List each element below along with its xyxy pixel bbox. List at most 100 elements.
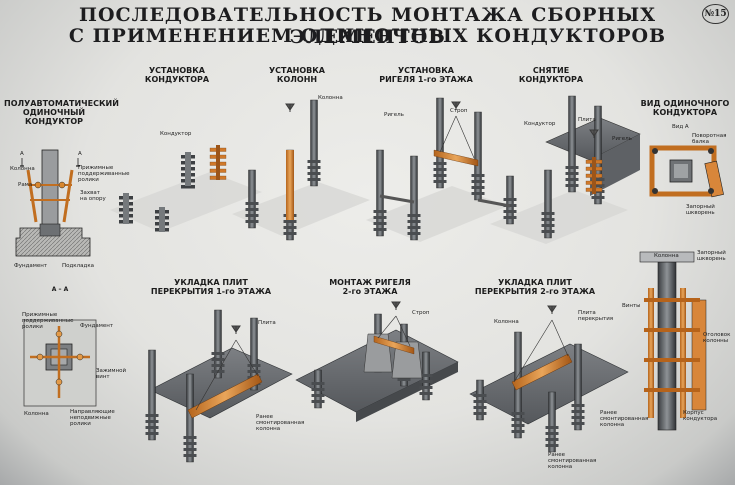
- label-view-a: Вид А: [672, 124, 689, 130]
- column: [574, 343, 582, 431]
- label-support-grip: Захват на опору: [80, 190, 106, 202]
- label-locking-pin-top: Запорный шкворень: [686, 204, 715, 216]
- label-girder-step3: Ригель: [384, 112, 404, 118]
- conductor-ring: [407, 214, 421, 217]
- slab-bottom-step3: [469, 343, 629, 425]
- conductor-ring: [565, 184, 579, 187]
- conductor-stack: [181, 185, 195, 189]
- conductor-ring: [571, 410, 585, 413]
- conductor-ring: [473, 412, 487, 415]
- label-column-section: Колонна: [24, 411, 49, 417]
- conductor-section-drawing: [15, 149, 91, 257]
- label-floor-slab-bottom3: Плита перекрытия: [578, 310, 614, 322]
- column: [376, 149, 384, 237]
- conductor-ring: [545, 432, 559, 435]
- conductor-ring: [591, 178, 605, 181]
- conductor-ring: [145, 414, 159, 417]
- girder-2: [373, 335, 415, 355]
- conductor-ring: [419, 374, 433, 377]
- crane-hook: [547, 305, 557, 314]
- conductor-ring: [307, 166, 321, 169]
- conductor-ring: [247, 370, 261, 373]
- conductor-ring: [145, 426, 159, 429]
- conductor-ring: [307, 178, 321, 181]
- conductor-ring: [591, 184, 605, 187]
- conductor-ring: [245, 208, 259, 211]
- conductor-ring: [503, 210, 517, 213]
- column: [594, 105, 602, 205]
- sling: [377, 315, 411, 347]
- label-earlier-column-1: Ранее смонтированная колонна: [256, 414, 305, 432]
- conductor-ring: [407, 220, 421, 223]
- conductor-ring: [283, 232, 297, 235]
- conductor-ring: [373, 210, 387, 213]
- poster-number-badge: №15: [702, 4, 729, 24]
- column: [310, 99, 318, 187]
- girder-grey: [379, 194, 511, 208]
- conductor-ring: [211, 364, 225, 367]
- conductor-ring: [503, 216, 517, 219]
- ground-plane-step3: [366, 186, 508, 242]
- conductor-ring: [571, 404, 585, 407]
- girder-1: [433, 149, 479, 167]
- ground-plane-step4: [490, 190, 628, 244]
- crane-hook: [231, 325, 241, 334]
- sling: [513, 319, 569, 383]
- heading-install-girder-1: УСТАНОВКА РИГЕЛЯ 1-го ЭТАЖА: [379, 66, 473, 84]
- heading-slabs-2: УКЛАДКА ПЛИТ ПЕРЕКРЫТИЯ 2-го ЭТАЖА: [474, 278, 596, 296]
- label-sling-step3: Строп: [450, 108, 468, 114]
- conductor-ring: [541, 212, 555, 215]
- ground-plane-step2: [232, 182, 370, 236]
- sling: [195, 339, 259, 411]
- label-pad: Подкладка: [62, 263, 95, 269]
- slab-lifting-1: [187, 373, 263, 419]
- conductor-ring: [565, 172, 579, 175]
- conductor-ring: [245, 214, 259, 217]
- conductor-ring: [283, 220, 297, 223]
- conductor-ring: [211, 352, 225, 355]
- conductor-ring: [397, 378, 411, 381]
- column: [410, 155, 418, 241]
- conductor-ring: [433, 174, 447, 177]
- conductor-ring: [311, 388, 325, 391]
- label-conductor-step4: Кондуктор: [524, 121, 556, 127]
- conductor-ring: [145, 432, 159, 435]
- label-pressure-rollers: Прижимные поддерживанные ролики: [78, 165, 130, 183]
- conductor-ring: [433, 162, 447, 165]
- column-head: [391, 341, 423, 379]
- conductor-ring: [183, 448, 197, 451]
- heading-install-conductor: УСТАНОВКА КОНДУКТОРА: [144, 66, 210, 84]
- sling: [439, 115, 475, 159]
- conductor-ring: [541, 224, 555, 227]
- crane-hook: [285, 103, 295, 112]
- conductor-ring: [471, 186, 485, 189]
- label-column-step2: Колонна: [318, 95, 343, 101]
- conductor-ring: [183, 436, 197, 439]
- conductor-core: [185, 152, 191, 186]
- conductor-ring: [419, 386, 433, 389]
- conductor-ring: [541, 218, 555, 221]
- column: [148, 349, 156, 441]
- heading-top-view: ВИД ОДИНОЧНОГО КОНДУКТОРА: [640, 99, 730, 117]
- crane-hook: [589, 129, 599, 138]
- label-earlier-column-right: Ранее смонтированная колонна: [600, 410, 649, 428]
- conductor-ring: [407, 232, 421, 235]
- conductor-ring: [565, 178, 579, 181]
- ground-plane-step1: [110, 172, 262, 232]
- label-foundation-left: Фундамент: [14, 263, 48, 269]
- conductor-ring: [373, 222, 387, 225]
- conductor-core: [123, 193, 129, 224]
- poster-title-line-2: С ПРИМЕНЕНИЕМ ОДИНОЧНЫХ КОНДУКТОРОВ: [68, 25, 667, 47]
- column: [436, 97, 444, 189]
- conductor-ring: [307, 160, 321, 163]
- label-pressure-rollers-section: Прижимные поддерживанные ролики: [22, 312, 74, 330]
- label-screws: Винты: [622, 303, 641, 309]
- column: [568, 95, 576, 193]
- conductor-ring: [145, 420, 159, 423]
- conductor-ring: [511, 430, 525, 433]
- orange-conductor-core: [216, 145, 220, 180]
- label-a-mark-right: А: [78, 151, 82, 157]
- column: [250, 317, 258, 391]
- conductor-ring: [545, 438, 559, 441]
